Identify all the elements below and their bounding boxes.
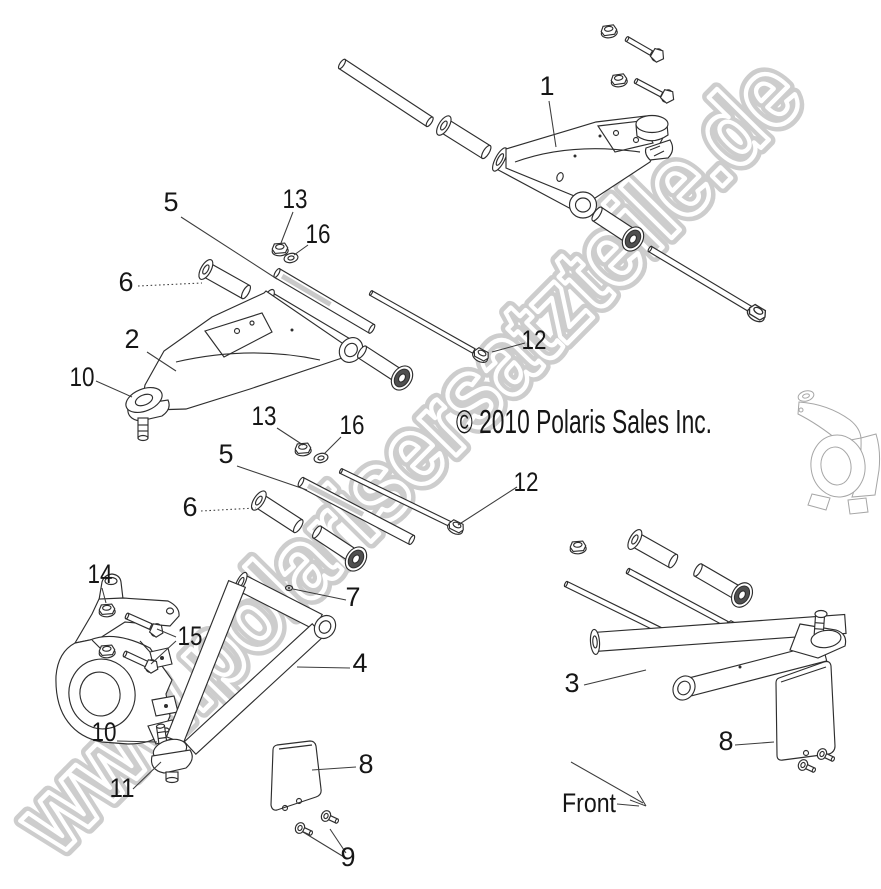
spacer-sleeve [198,259,252,300]
leader-line-12 [491,342,526,353]
flange-nut [599,23,619,40]
callout-8: 8 [718,726,733,756]
pivot-bolt-shaft [273,267,376,334]
leader-line-6 [137,282,203,287]
leader-line-3 [583,669,647,686]
guard-screw [796,757,819,777]
leader-line-16 [293,244,309,256]
callout-3: 3 [564,668,579,698]
callout-11: 11 [110,773,135,803]
callout-8: 8 [358,749,373,779]
leader-line-7 [292,588,347,601]
upper-left-hardware [198,242,492,366]
front-indicator: Front [562,761,647,818]
spacer-sleeve [627,529,679,569]
callout-9: 9 [340,842,355,872]
leader-line-11 [132,761,162,790]
guard-left [270,740,322,812]
callout-5: 5 [163,187,178,217]
pivot-bolt-shaft [297,476,416,546]
leader-line-13 [280,211,294,244]
flange-nut [97,644,117,660]
flange-nut [609,72,629,89]
leader-line-8 [734,741,775,746]
spacer-sleeve [356,345,401,381]
spacer-sleeve [250,490,304,534]
leader-line-12 [457,486,518,526]
leader-line-8 [311,766,357,771]
leader-line-5 [180,216,278,280]
leader-line-15 [150,640,177,665]
callout-5: 5 [218,439,233,469]
leader-line-13 [276,427,304,446]
callout-16: 16 [306,219,331,249]
callout-6: 6 [182,492,197,522]
leader-line-10 [95,380,133,398]
callout-1: 1 [539,71,554,101]
callout-12: 12 [522,325,547,355]
lower-left-hardware [250,442,467,576]
callout-14: 14 [88,559,113,589]
front-label: Front [562,788,616,818]
leader-line-15 [156,628,177,638]
lower-a-arm-right [589,609,847,701]
leader-line-9 [302,831,345,858]
flange-nut [270,242,290,258]
leader-line-1 [548,100,557,148]
callout-13: 13 [252,401,277,431]
spacer-sleeve [436,115,492,160]
guard-screw [293,820,316,840]
copyright-text: © 2010 Polaris Sales Inc. [456,403,712,440]
callout-10: 10 [70,362,95,392]
leader-line-4 [296,666,351,669]
callout-13: 13 [283,184,308,214]
leader-line-2 [146,351,177,372]
upper-a-arm-right [491,114,674,219]
knuckle-hardware [97,603,167,676]
leader-line-16 [323,436,342,455]
callout-10: 10 [92,717,117,747]
guard-right [775,660,836,761]
watermark-text-core: www.polarisersatzteile.de [0,38,823,874]
leader-line-6 [200,507,257,512]
callout-7: 7 [345,582,360,612]
leader-line-14 [101,587,107,604]
long-pivot-bolt [647,245,769,326]
callout-6: 6 [118,267,133,297]
callout-12: 12 [514,467,539,497]
bolt-head [648,46,668,65]
ball-joint-cap [635,114,669,134]
lower-right-hardware [563,529,758,639]
callout-2: 2 [124,324,139,354]
callout-15: 15 [178,621,203,651]
mounting-hardware-top [599,23,678,106]
leader-line-10 [116,740,158,743]
callout-4: 4 [352,648,367,678]
ball-joint [810,609,842,649]
leader-line-9 [329,828,347,854]
leader-line-5 [236,465,308,491]
pivot-tube [337,58,434,128]
ball-joint [150,723,193,784]
ball-joint [125,386,170,442]
steering-knuckle-left [55,573,181,745]
watermark: www.polarisersatzteile.de www.polarisers… [0,31,830,881]
bolt-head [658,87,678,106]
steering-knuckle-right [797,390,881,515]
grease-fitting-hole [284,584,294,592]
callout-16: 16 [340,410,365,440]
flange-nut [97,603,117,619]
flange-nut [568,540,588,556]
guard-screw [319,808,342,828]
lower-a-arm-left [150,571,337,784]
